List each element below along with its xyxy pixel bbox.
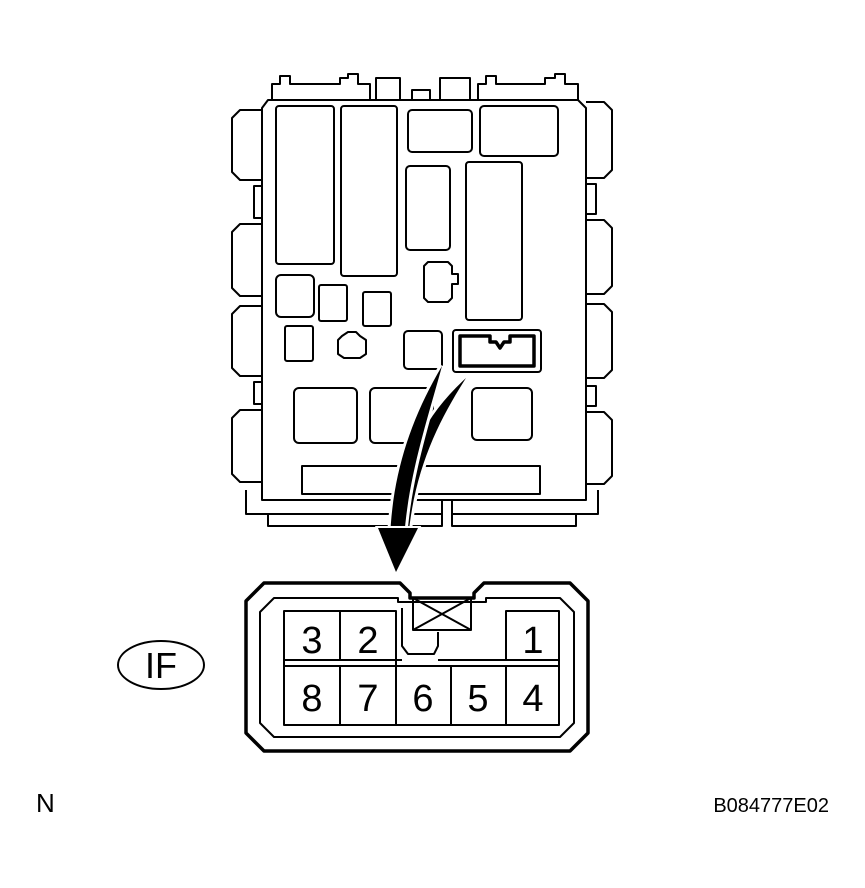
connector-code: IF bbox=[145, 645, 177, 686]
right-side-tabs bbox=[586, 101, 613, 485]
top-tabs bbox=[271, 73, 579, 100]
block-bottom bbox=[245, 465, 599, 527]
pin-8: 8 bbox=[301, 678, 322, 720]
pin-6: 6 bbox=[412, 678, 433, 720]
pin-5: 5 bbox=[467, 678, 488, 720]
pin-grid bbox=[283, 610, 560, 726]
pin-4: 4 bbox=[522, 678, 543, 720]
pin-7: 7 bbox=[357, 678, 378, 720]
pointer-arrow bbox=[375, 364, 469, 577]
block-body bbox=[261, 99, 587, 501]
connector-face: 3 2 1 8 7 6 5 4 bbox=[244, 581, 590, 753]
pin-1: 1 bbox=[522, 620, 543, 662]
pin-2: 2 bbox=[357, 620, 378, 662]
pin-labels: 3 2 1 8 7 6 5 4 bbox=[301, 620, 543, 720]
junction-block bbox=[231, 73, 613, 527]
connector-code-badge: IF bbox=[117, 640, 205, 690]
pin-3: 3 bbox=[301, 620, 322, 662]
corner-label: N bbox=[36, 788, 55, 818]
left-side-tabs bbox=[231, 109, 262, 483]
block-connector-if bbox=[452, 329, 542, 373]
connector-latch bbox=[401, 597, 472, 655]
figure-id: B084777E02 bbox=[713, 795, 829, 817]
block-slots bbox=[275, 105, 559, 444]
